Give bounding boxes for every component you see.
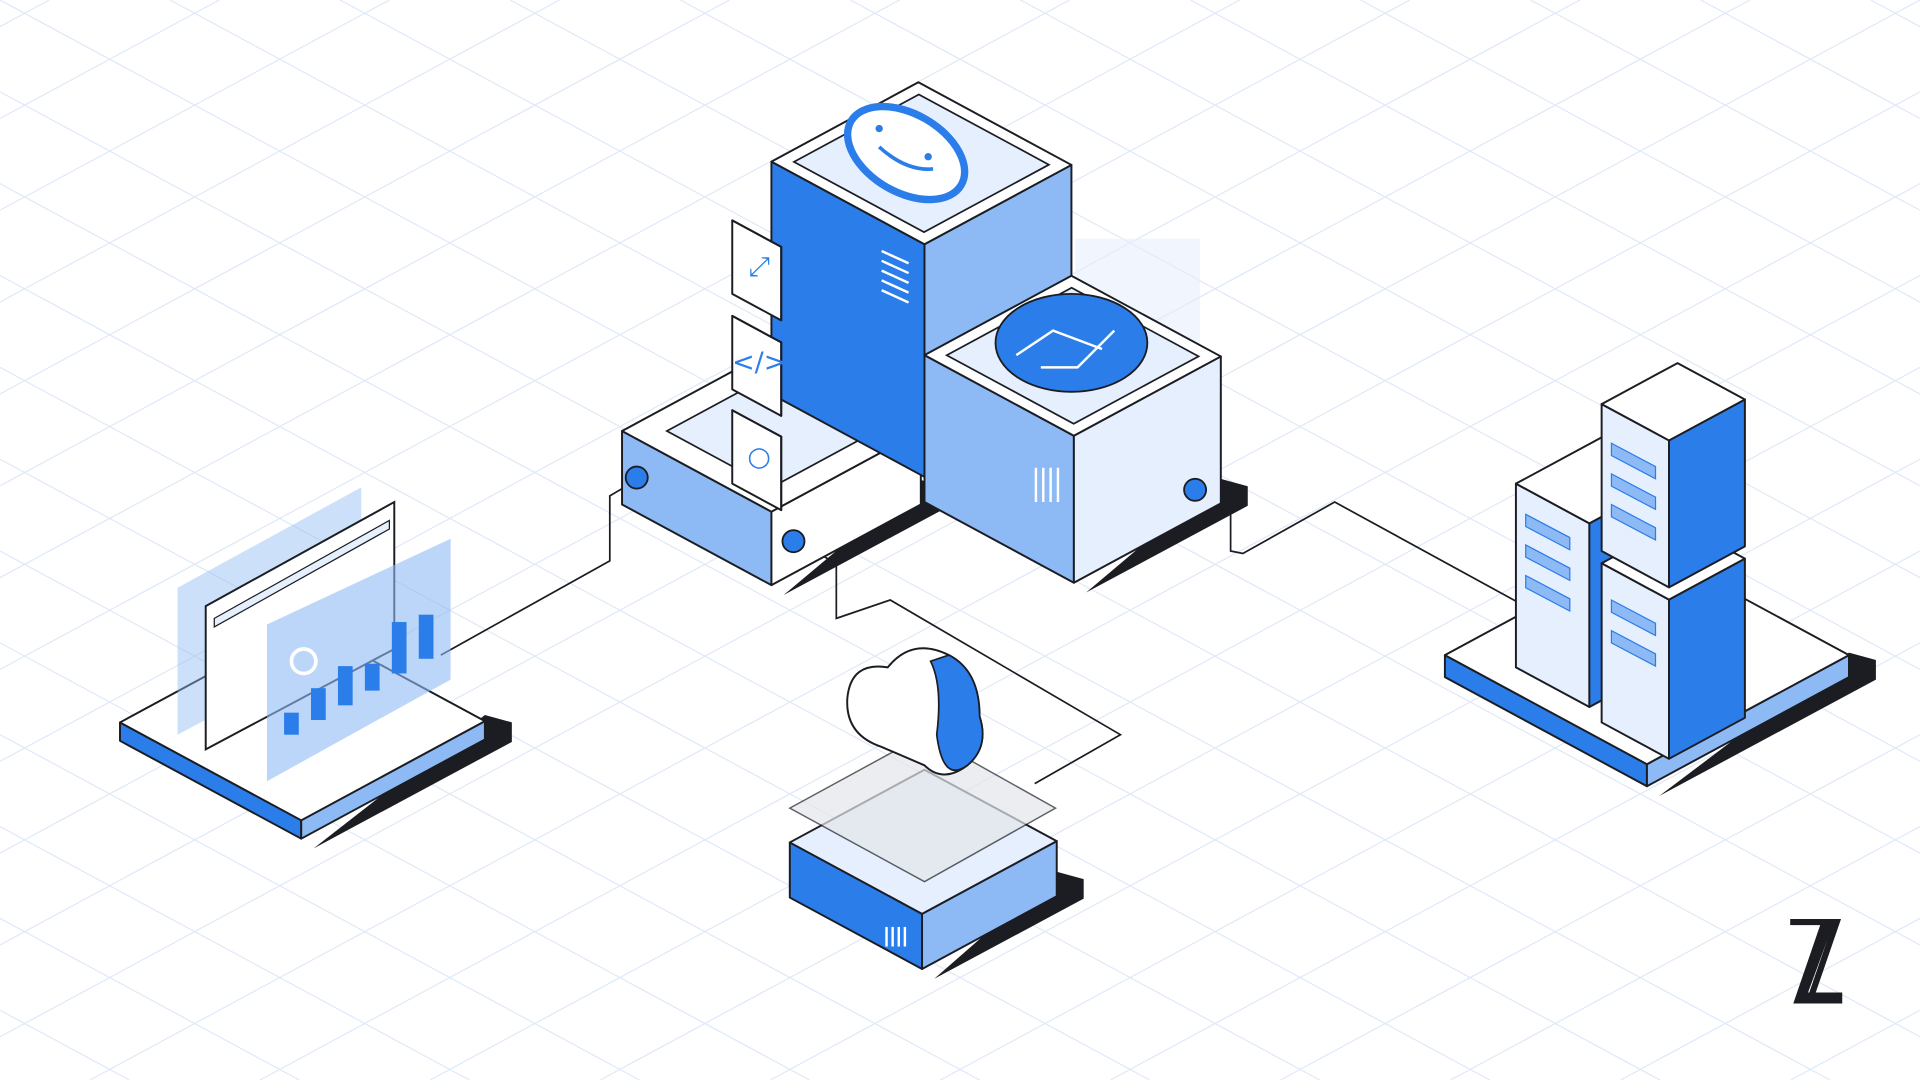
grid-line [0,1009,130,1080]
server-slot [1525,574,1571,613]
chart-bar [391,622,407,674]
grid-line [89,91,1920,1080]
grid-line [1280,734,1920,1080]
top-face [731,314,783,344]
expand-icon: ⤢ [748,252,770,283]
grid-line [0,825,470,1080]
objects: ⤢ </> ○ [119,81,1850,970]
top-face [731,219,783,248]
cloud-glass [788,733,1058,883]
knob-icon [781,529,806,554]
robot-smile [877,145,934,172]
robot-eye [875,124,883,133]
top-face [731,409,783,438]
server-slot [1610,442,1657,480]
logo-mark-icon [1790,918,1843,1004]
grid-line [0,366,1321,1080]
server-slot [1610,503,1657,542]
dashboard-monitor-icon [177,487,451,782]
monitor-bar [213,519,390,628]
top-face [1600,362,1746,442]
server-rack-icon [1600,362,1746,589]
robot-eye [924,153,932,161]
connection-line [1199,489,1519,604]
panel-front [266,538,451,782]
robot-head [843,102,969,204]
grid-line [0,734,640,1080]
vent-line [881,249,910,265]
server-slot [1610,629,1657,668]
server-slot [1525,513,1571,551]
chart-circle [289,647,318,676]
grid-line [1620,917,1920,1080]
code-icon: </> [732,347,786,378]
search-icon: ○ [747,441,771,472]
icon-cube [731,409,783,512]
icon-cube [731,219,783,322]
connection-line [801,544,1123,785]
grid-line [0,91,1831,1080]
knob-icon [624,465,649,490]
vent-line [881,289,910,304]
chart-bar [311,688,326,720]
chart-bar [284,712,299,735]
vent-line [881,279,910,294]
grid-line [0,917,300,1080]
grid-line [1790,1009,1920,1080]
chart-bar [418,614,434,659]
server-slot [1525,543,1571,582]
logo [1790,918,1843,1004]
grid-line [0,183,1661,1080]
grid-line [0,550,980,1080]
brain-chip-icon [994,292,1149,393]
grid-line [259,183,1920,1080]
vent-line [881,259,910,275]
connection-line [440,479,638,656]
cloud-storage-icon [846,647,984,776]
server-slot [1610,472,1657,511]
brain-circuit [1015,329,1116,369]
chart-bar [337,666,353,706]
icon-cube [731,314,783,417]
grid-line [1450,825,1920,1080]
grid-line [0,274,1491,1080]
grid-line [0,458,1150,1080]
knob-icon [1183,477,1208,502]
vent-line [881,269,910,284]
cloud-side [929,654,984,772]
chart-bar [364,663,380,691]
server-slot [1610,598,1657,637]
